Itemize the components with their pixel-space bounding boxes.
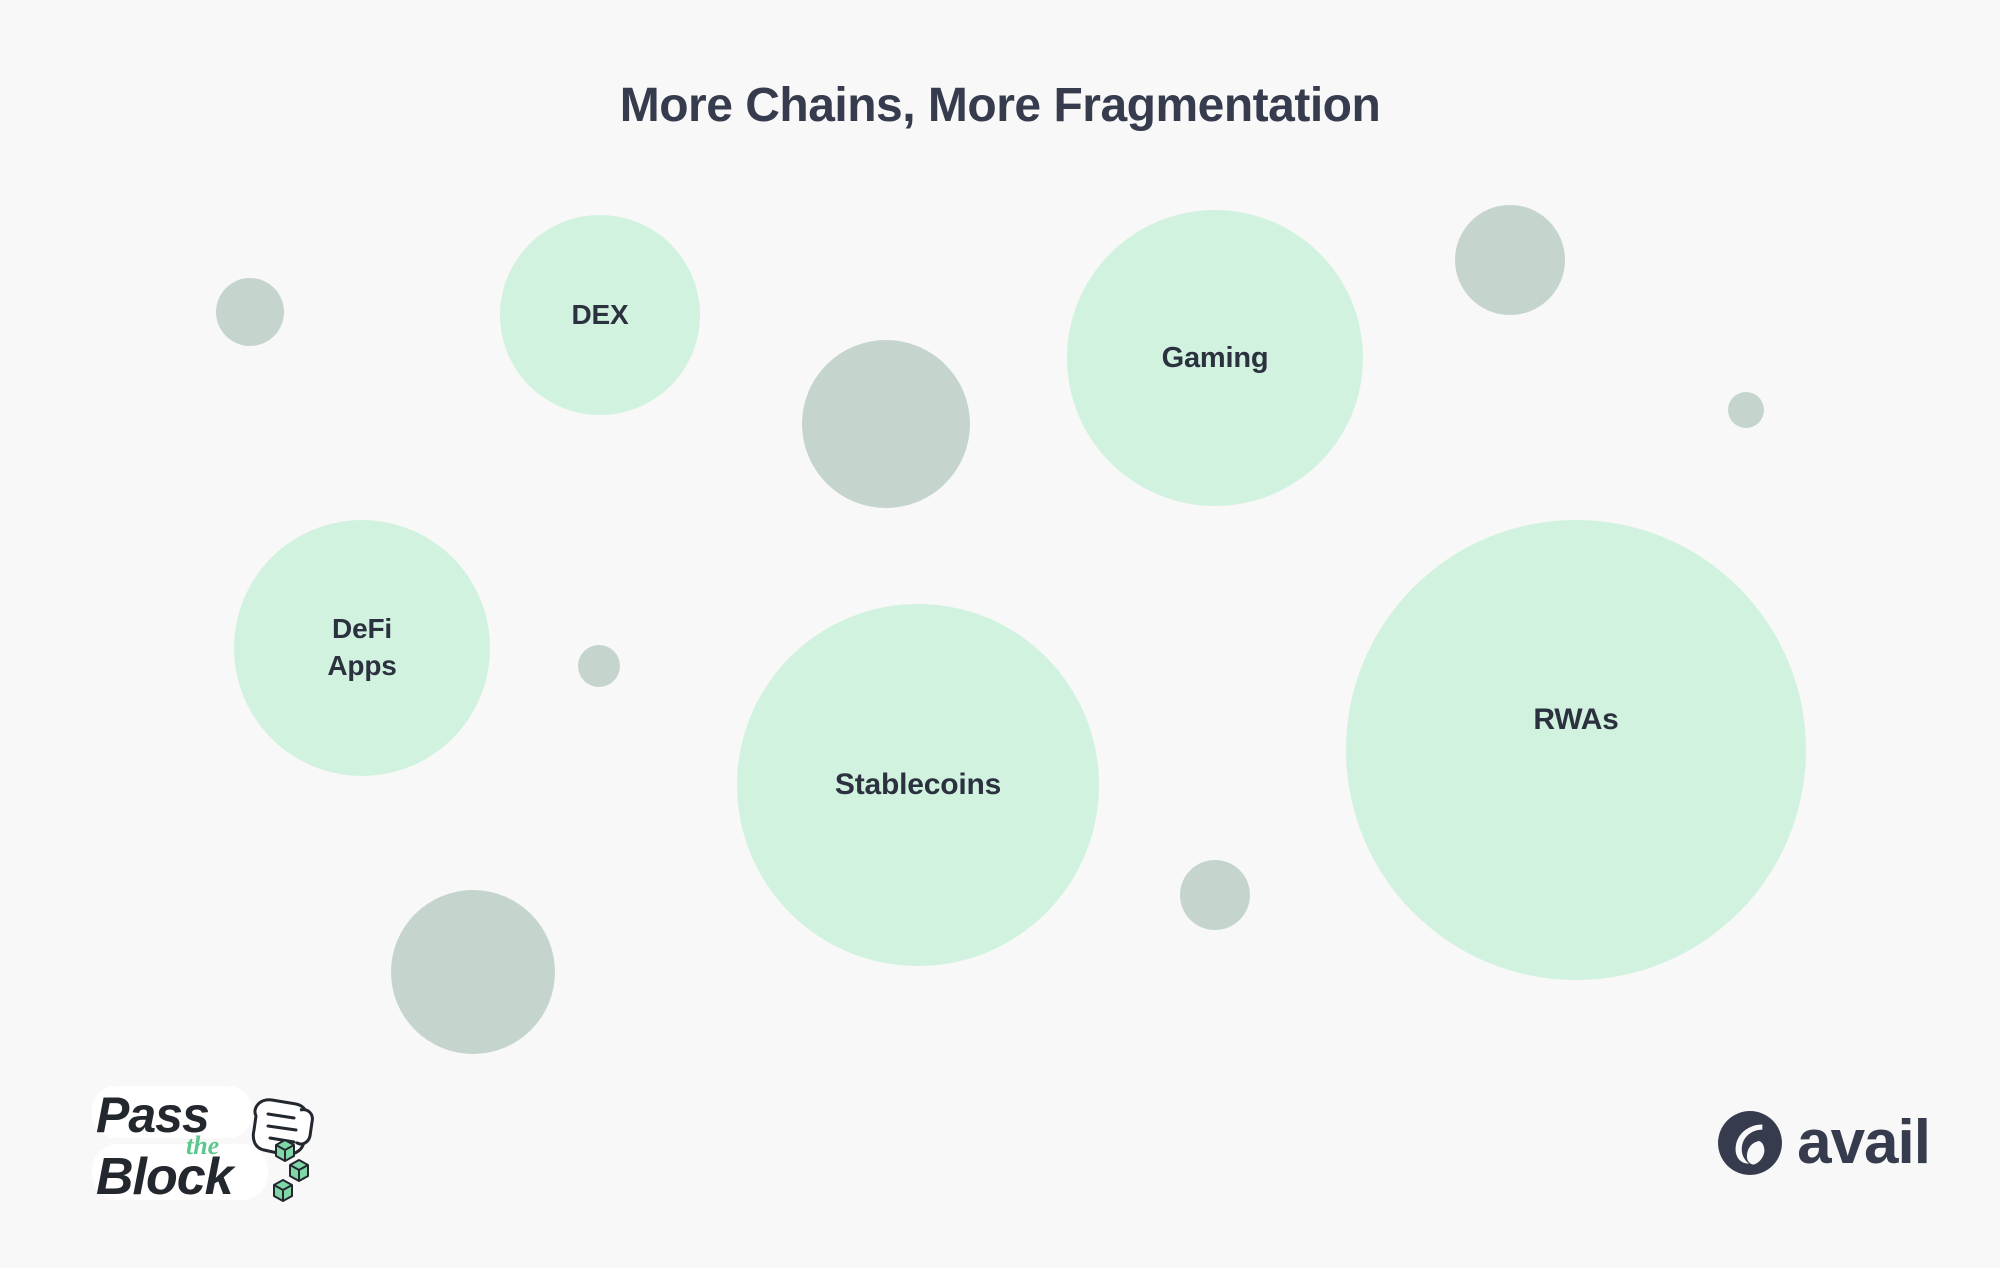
bubble-label-defi-apps: DeFi Apps xyxy=(327,613,397,681)
bubble-label-dex: DEX xyxy=(571,298,629,330)
decorative-circle xyxy=(216,278,284,346)
avail-mark-icon xyxy=(1718,1111,1783,1175)
bubble-label-stablecoins: Stablecoins xyxy=(834,768,1002,802)
svg-text:the: the xyxy=(186,1131,219,1160)
bubble-stablecoins[interactable]: Stablecoins xyxy=(737,604,1099,966)
bubble-label-rwas: RWAs xyxy=(1533,703,1619,736)
decorative-circle xyxy=(1180,860,1250,930)
decorative-circle xyxy=(391,890,555,1054)
bubble-dex[interactable]: DEX xyxy=(500,215,700,415)
decorative-circle xyxy=(802,340,970,508)
decorative-circle xyxy=(1728,392,1764,428)
bubble-gaming[interactable]: Gaming xyxy=(1067,210,1363,506)
decorative-circle xyxy=(578,645,620,687)
svg-text:Block: Block xyxy=(96,1148,237,1206)
page-title: More Chains, More Fragmentation xyxy=(619,79,1381,132)
bubble-rwas[interactable]: RWAs xyxy=(1346,520,1806,980)
avail-wordmark: avail xyxy=(1797,1108,1931,1177)
pass-the-block-logo-icon: Pass the Block xyxy=(92,1086,314,1206)
avail-logo: avail xyxy=(1717,1108,1931,1177)
pass-the-block-logo: Pass the Block xyxy=(90,1078,330,1218)
svg-text:Pass: Pass xyxy=(96,1087,209,1143)
decorative-circle xyxy=(1455,205,1565,315)
bubble-label-gaming: Gaming xyxy=(1161,341,1269,374)
bubble-defi-apps[interactable]: DeFi Apps xyxy=(234,520,490,776)
